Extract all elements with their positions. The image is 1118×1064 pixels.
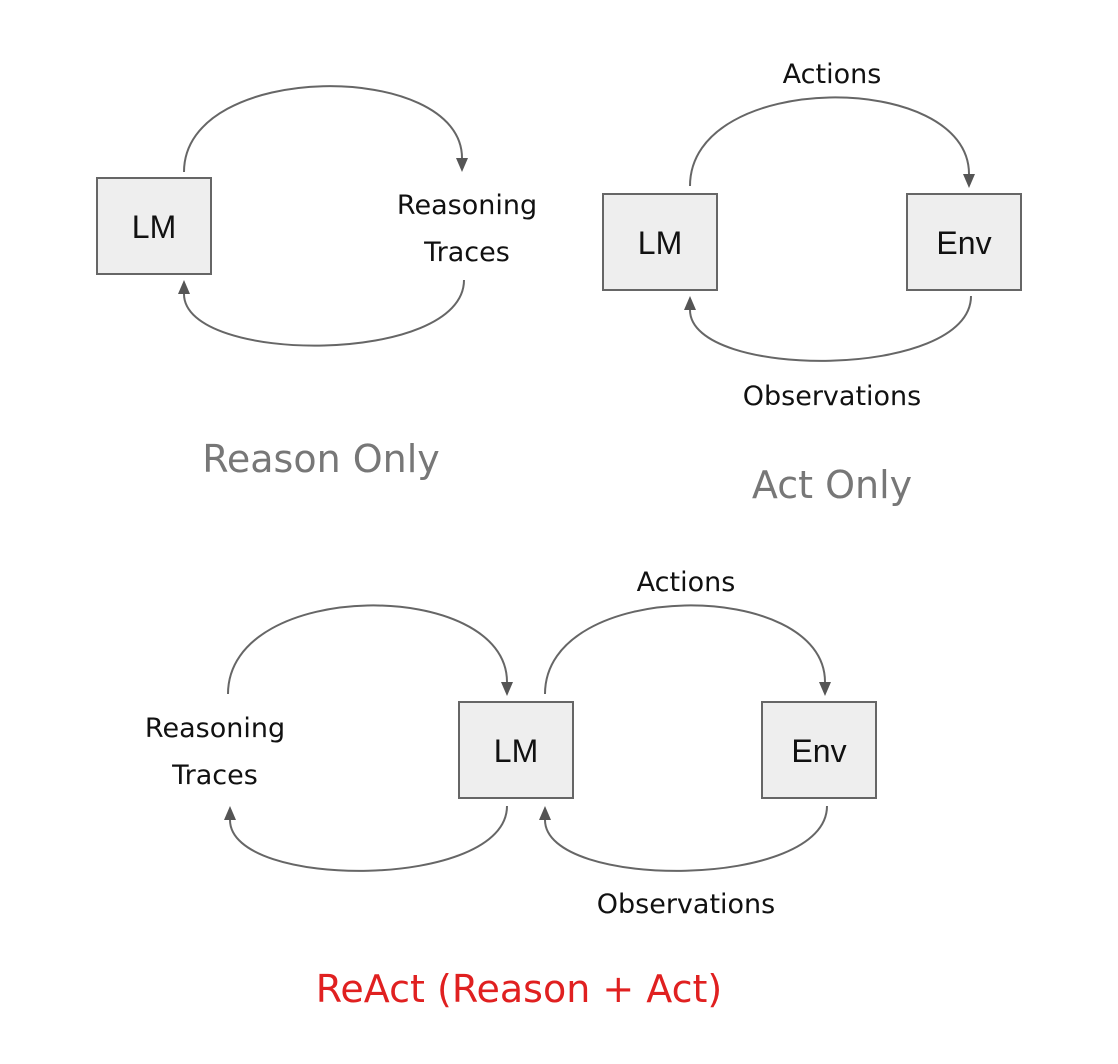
arrow-down-icon	[501, 682, 513, 696]
act-only-observations-arc	[689, 295, 972, 362]
react-reasoning-top-arc	[227, 604, 508, 695]
act-only-actions-label: Actions	[783, 59, 882, 90]
reason-only-bottom-arc	[183, 279, 465, 347]
react-reasoning-bottom-arc	[229, 805, 508, 872]
act-only-lm-box	[602, 193, 718, 291]
reason-only-lm-box	[96, 177, 212, 275]
arrow-down-icon	[456, 158, 468, 172]
react-lm-label: LM	[494, 733, 538, 769]
react-env-box	[761, 701, 877, 799]
reason-only-lm-label: LM	[132, 209, 176, 245]
reason-only-caption: Reason Only	[202, 437, 440, 481]
reason-only-panel: LM Reasoning Traces Reason Only	[96, 85, 537, 481]
arrow-up-icon	[684, 296, 696, 310]
react-env-label: Env	[791, 733, 846, 769]
react-traces-label: Traces	[171, 760, 258, 791]
react-observations-label: Observations	[597, 889, 775, 920]
react-caption: ReAct (Reason + Act)	[316, 967, 723, 1011]
act-only-lm-label: LM	[638, 225, 682, 261]
arrow-down-icon	[819, 682, 831, 696]
react-observations-arc	[544, 805, 828, 872]
react-reasoning-label: Reasoning	[145, 713, 285, 744]
react-actions-label: Actions	[637, 567, 736, 598]
react-panel: LM Env Reasoning Traces Actions Observat…	[145, 567, 877, 1011]
reason-only-top-arc	[183, 85, 463, 173]
act-only-env-label: Env	[936, 225, 991, 261]
act-only-actions-arc	[689, 96, 970, 187]
arrow-up-icon	[539, 806, 551, 820]
act-only-caption: Act Only	[752, 463, 912, 507]
reason-only-traces-label: Traces	[423, 237, 510, 268]
reason-only-reasoning-label: Reasoning	[397, 190, 537, 221]
act-only-panel: LM Env Actions Observations Act Only	[602, 59, 1022, 507]
act-only-observations-label: Observations	[743, 381, 921, 412]
react-lm-box	[458, 701, 574, 799]
arrow-up-icon	[224, 806, 236, 820]
arrow-up-icon	[178, 280, 190, 294]
act-only-env-box	[906, 193, 1022, 291]
arrow-down-icon	[963, 174, 975, 188]
react-actions-arc	[544, 604, 826, 695]
